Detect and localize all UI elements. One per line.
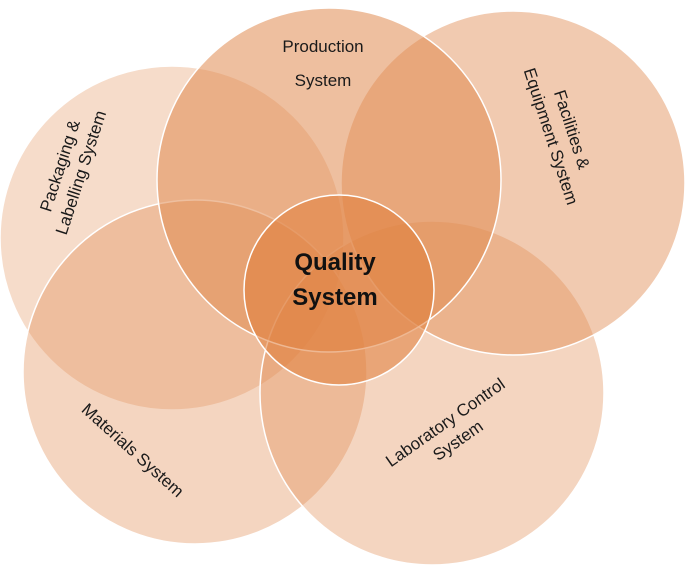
production-label-line2: System [295, 71, 352, 90]
quality-system-circle [243, 194, 435, 386]
production-label-line1: Production [282, 37, 363, 56]
center-label-line1: Quality [294, 249, 376, 276]
center-label-line2: System [292, 284, 377, 311]
